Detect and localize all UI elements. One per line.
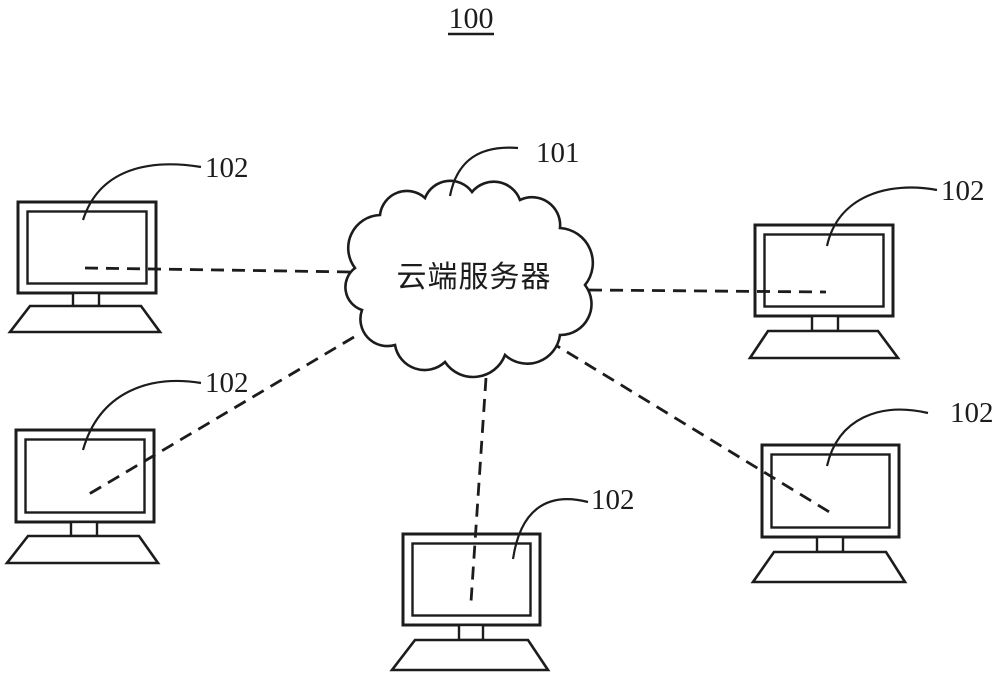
monitor-stand-neck [810, 314, 840, 333]
connection-line-bottom-center [469, 377, 488, 603]
ref-label-terminal-bottom-left: 102 [205, 367, 249, 399]
terminal-bottom-center [389, 532, 551, 672]
ref-label-terminal-top-right: 102 [941, 175, 985, 207]
monitor-stand-neck [71, 291, 101, 308]
connection-line-top-left [84, 266, 353, 274]
monitor-screen [411, 542, 532, 617]
monitor-stand-base [750, 550, 908, 584]
monitor-screen [770, 453, 891, 529]
leader-line-terminal-bottom-right [825, 408, 929, 467]
monitor-stand-base [747, 329, 901, 360]
cloud-server-shape [344, 179, 595, 379]
ref-label-terminal-top-left: 102 [205, 152, 249, 184]
connection-line-bottom-left [83, 335, 355, 499]
leader-line-terminal-bottom-left [81, 379, 202, 451]
ref-label-terminal-bottom-right: 102 [950, 397, 994, 429]
monitor-stand-base [389, 638, 551, 672]
leader-line-cloud [448, 146, 519, 197]
connection-line-bottom-right [548, 339, 832, 515]
monitor-stand-base [4, 534, 161, 565]
ref-label-cloud: 101 [536, 137, 580, 169]
monitor-stand-neck [815, 535, 845, 554]
terminal-top-right [747, 223, 901, 360]
figure-number: 100 [449, 2, 494, 35]
terminal-top-left [7, 200, 163, 334]
monitor-screen [26, 210, 148, 285]
monitor-stand-neck [457, 623, 485, 642]
ref-label-terminal-bottom-center: 102 [591, 484, 635, 516]
monitor-screen [24, 438, 146, 514]
monitor-stand-base [7, 304, 163, 334]
cloud-server-label: 云端服务器 [397, 261, 552, 294]
terminal-bottom-right [750, 443, 908, 584]
leader-line-terminal-top-right [825, 186, 938, 247]
leader-line-terminal-bottom-center [511, 498, 589, 560]
monitor-screen [763, 233, 885, 308]
leader-line-terminal-top-left [81, 163, 202, 221]
connection-line-top-right [588, 288, 827, 294]
terminal-bottom-left [4, 428, 161, 565]
monitor-stand-neck [69, 520, 99, 538]
